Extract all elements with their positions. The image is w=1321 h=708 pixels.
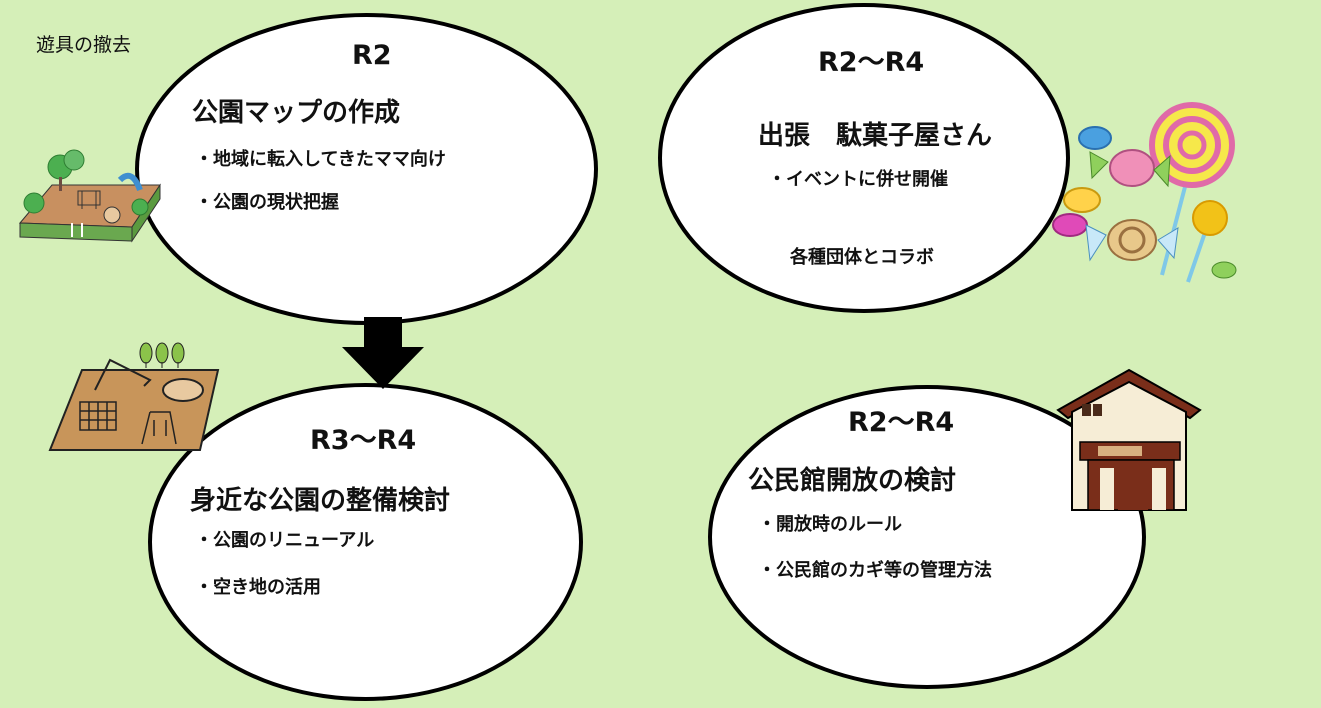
bubble-year: R3～R4 <box>310 425 417 456</box>
bubble-bullet: ・イベントに併せ開催 <box>768 169 948 190</box>
bubble-heading: 身近な公園の整備検討 <box>190 486 451 516</box>
bubble-year: R2～R4 <box>818 47 925 78</box>
bubble-bullet: ・地域に転入してきたママ向け <box>195 149 446 170</box>
bubble-bullet: ・空き地の活用 <box>195 577 321 598</box>
down-arrow-icon <box>342 317 424 389</box>
bubble-bullet: ・公園の現状把握 <box>195 192 339 213</box>
bubble-bullet: ・公民館のカギ等の管理方法 <box>758 560 992 581</box>
community-hall-illustration-icon <box>1056 368 1202 511</box>
bubble-candy-shop <box>658 3 1070 313</box>
bubble-heading: 公民館開放の検討 <box>748 466 957 496</box>
playground-illustration-icon <box>48 342 220 451</box>
corner-label: 遊具の撤去 <box>36 34 132 56</box>
bubble-bullet: ・開放時のルール <box>758 514 902 535</box>
bubble-heading: 公園マップの作成 <box>192 98 401 128</box>
bubble-park-map <box>135 13 598 325</box>
bubble-park-planning <box>148 383 583 701</box>
bubble-year: R2 <box>352 40 392 71</box>
bubble-year: R2～R4 <box>848 407 955 438</box>
bubble-bullet: ・公園のリニューアル <box>195 530 375 551</box>
park-illustration-icon <box>18 149 161 243</box>
bubble-heading: 出張 駄菓子屋さん <box>758 121 993 151</box>
bubble-note: 各種団体とコラボ <box>790 247 934 268</box>
candy-illustration-icon <box>1052 102 1237 283</box>
